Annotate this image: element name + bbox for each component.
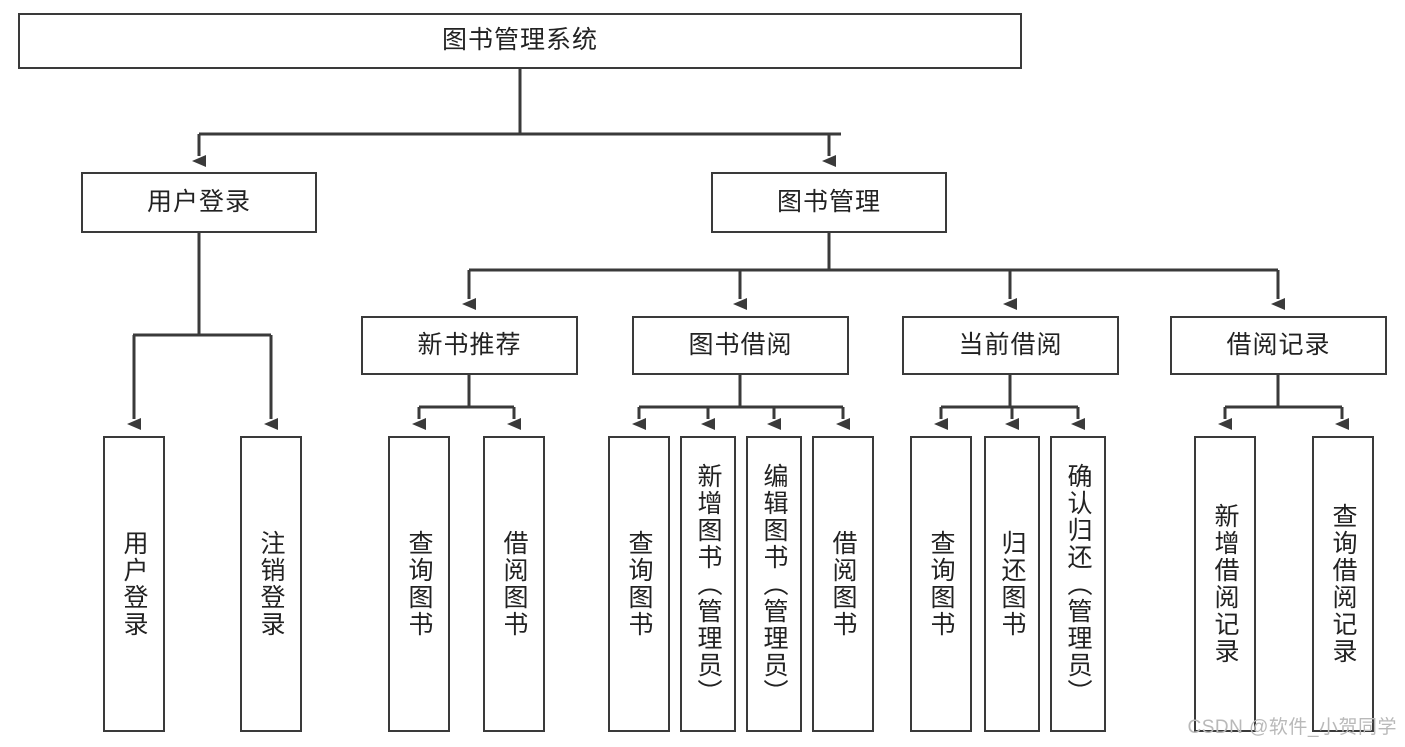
node-book-management-label: 图书管理: [776, 187, 881, 216]
node-leaf-edit-book-admin-label: 编辑图书（管理员）: [760, 462, 788, 706]
node-leaf-query-book-1[interactable]: 查询图书: [388, 436, 450, 732]
node-leaf-return-book[interactable]: 归还图书: [984, 436, 1040, 732]
node-leaf-user-login[interactable]: 用户登录: [103, 436, 165, 732]
node-leaf-user-login-label: 用户登录: [120, 530, 148, 638]
node-leaf-query-borrow-record[interactable]: 查询借阅记录: [1312, 436, 1374, 732]
node-leaf-user-logout[interactable]: 注销登录: [240, 436, 302, 732]
node-root[interactable]: 图书管理系统: [18, 13, 1022, 69]
node-leaf-return-book-label: 归还图书: [998, 530, 1026, 638]
node-leaf-borrow-book-1-label: 借阅图书: [500, 530, 528, 638]
node-borrow-record[interactable]: 借阅记录: [1170, 316, 1387, 375]
node-leaf-confirm-return-admin-label: 确认归还（管理员）: [1064, 462, 1092, 706]
node-leaf-edit-book-admin[interactable]: 编辑图书（管理员）: [746, 436, 802, 732]
node-leaf-add-borrow-record[interactable]: 新增借阅记录: [1194, 436, 1256, 732]
node-leaf-add-book-admin[interactable]: 新增图书（管理员）: [680, 436, 736, 732]
node-current-borrow-label: 当前借阅: [958, 330, 1063, 359]
node-user-login[interactable]: 用户登录: [81, 172, 317, 233]
node-current-borrow[interactable]: 当前借阅: [902, 316, 1119, 375]
node-borrow-record-label: 借阅记录: [1226, 330, 1331, 359]
node-root-label: 图书管理系统: [441, 26, 598, 55]
node-book-management[interactable]: 图书管理: [711, 172, 947, 233]
node-leaf-query-book-2[interactable]: 查询图书: [608, 436, 670, 732]
node-leaf-user-logout-label: 注销登录: [257, 530, 285, 638]
node-leaf-borrow-book-2[interactable]: 借阅图书: [812, 436, 874, 732]
node-leaf-borrow-book-1[interactable]: 借阅图书: [483, 436, 545, 732]
node-leaf-query-book-3[interactable]: 查询图书: [910, 436, 972, 732]
node-leaf-confirm-return-admin[interactable]: 确认归还（管理员）: [1050, 436, 1106, 732]
node-new-book-recommend[interactable]: 新书推荐: [361, 316, 578, 375]
node-leaf-query-book-2-label: 查询图书: [625, 530, 653, 638]
node-book-borrow-label: 图书借阅: [688, 330, 793, 359]
node-new-book-recommend-label: 新书推荐: [417, 330, 522, 359]
node-leaf-query-borrow-record-label: 查询借阅记录: [1329, 503, 1357, 665]
node-user-login-label: 用户登录: [146, 187, 251, 216]
node-book-borrow[interactable]: 图书借阅: [632, 316, 849, 375]
node-leaf-add-book-admin-label: 新增图书（管理员）: [694, 462, 722, 706]
node-leaf-borrow-book-2-label: 借阅图书: [829, 530, 857, 638]
node-leaf-query-book-3-label: 查询图书: [927, 530, 955, 638]
node-leaf-add-borrow-record-label: 新增借阅记录: [1211, 503, 1239, 665]
watermark-text: CSDN @软件_小贺同学: [1187, 717, 1397, 738]
node-leaf-query-book-1-label: 查询图书: [405, 530, 433, 638]
